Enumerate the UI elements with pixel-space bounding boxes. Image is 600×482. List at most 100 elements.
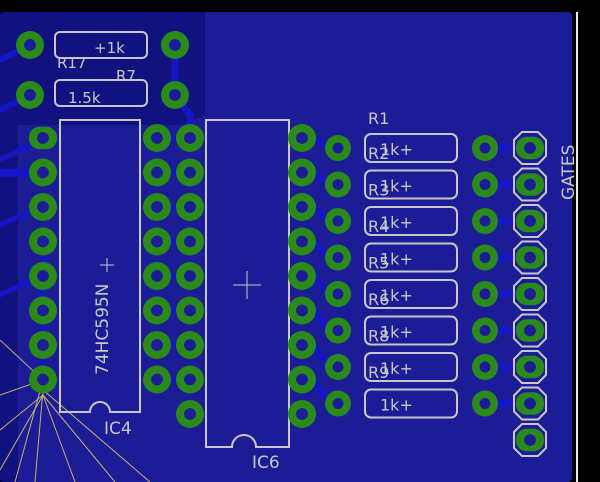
resistor-name-7: R8 bbox=[368, 327, 389, 346]
resistor-name-3: R3 bbox=[368, 181, 389, 200]
ic6-pin-left-5-hole bbox=[184, 270, 196, 282]
connector-outline-0 bbox=[513, 131, 547, 165]
resistor-value-4: 1k+ bbox=[380, 286, 413, 305]
r17-pad-left-hole bbox=[24, 39, 36, 51]
ic4-pin-left-4-hole bbox=[37, 235, 49, 248]
ic4-pin-right-5-hole bbox=[151, 270, 163, 282]
ic6-pin-left-6-hole bbox=[184, 304, 196, 317]
airwire-7 bbox=[0, 394, 44, 471]
pads-layer bbox=[16, 31, 544, 452]
resistor-name-2: R2 bbox=[368, 144, 389, 163]
r17-body bbox=[54, 31, 148, 59]
resistor-pad-right-6-hole bbox=[479, 361, 491, 373]
ic6-pin-left-8-hole bbox=[184, 373, 196, 386]
resistor-value-3: 1k+ bbox=[380, 250, 413, 269]
connector-pad-9-hole bbox=[524, 434, 536, 446]
r17-value-label: +1k bbox=[94, 39, 125, 57]
ic6-pin-right-7-hole bbox=[296, 339, 308, 351]
resistor-value-5: 1k+ bbox=[380, 323, 413, 342]
airwire-2 bbox=[14, 379, 44, 482]
resistor-pad-right-0-hole bbox=[479, 142, 491, 154]
connector-outline-4 bbox=[513, 277, 547, 311]
resistor-value-1: 1k+ bbox=[380, 177, 413, 196]
ic4-pin-right-1-hole bbox=[151, 132, 163, 144]
resistor-pad-left-2-hole bbox=[332, 215, 344, 227]
resistor-name-8: R9 bbox=[368, 363, 389, 382]
connector-outline-3 bbox=[513, 240, 547, 275]
resistor-name-4: R4 bbox=[368, 217, 389, 236]
connector-outline-6 bbox=[513, 350, 547, 384]
ic6-pin-right-5-hole bbox=[296, 270, 308, 282]
ic6-pin-right-9-hole bbox=[296, 408, 308, 420]
resistor-body-6 bbox=[364, 352, 458, 382]
resistor-value-0: 1k+ bbox=[380, 140, 413, 159]
ic4-pin-right-4-hole bbox=[151, 235, 163, 248]
resistor-pad-left-6-hole bbox=[332, 361, 344, 373]
resistor-pad-right-2-hole bbox=[479, 215, 491, 227]
resistor-name-6: R6 bbox=[368, 290, 389, 309]
resistor-body-0 bbox=[364, 133, 458, 163]
ic4-pin-left-7-hole bbox=[37, 339, 49, 351]
resistor-name-5: R5 bbox=[368, 254, 389, 273]
connector-pad-1-hole bbox=[524, 142, 536, 154]
ic6-pin-left-4-hole bbox=[184, 235, 196, 248]
ic6-pin-right-4-hole bbox=[296, 235, 308, 248]
ic4-pin-left-2-hole bbox=[37, 166, 49, 179]
resistor-pad-left-3-hole bbox=[332, 252, 344, 263]
board-area bbox=[0, 12, 572, 482]
resistor-value-7: 1k+ bbox=[380, 396, 413, 415]
ic6-name-label: IC6 bbox=[252, 453, 280, 473]
ic6-pin-right-2-hole bbox=[296, 166, 308, 179]
ic4-pin-left-6-hole bbox=[37, 304, 49, 317]
r1-name-label: R1 bbox=[368, 109, 389, 128]
r7-value-label: 1.5k bbox=[68, 89, 101, 107]
resistor-pad-right-5-hole bbox=[479, 325, 491, 336]
ic4-name-label: IC4 bbox=[104, 419, 132, 439]
ic6-pin-left-9-hole bbox=[184, 408, 196, 420]
connector-pad-5-hole bbox=[524, 288, 536, 300]
resistor-pad-left-0-hole bbox=[332, 142, 344, 154]
copper-pour-top bbox=[0, 12, 205, 125]
ic4-part-label: 74HC595N bbox=[93, 284, 113, 375]
ic6-pin-left-1-hole bbox=[184, 132, 196, 144]
ic4-pin-left-5-hole bbox=[37, 270, 49, 282]
ic6-pin-right-3-hole bbox=[296, 201, 308, 213]
resistor-pad-right-3-hole bbox=[479, 252, 491, 263]
ic4-pin-right-7-hole bbox=[151, 339, 163, 351]
ic6-pin-right-6-hole bbox=[296, 304, 308, 317]
ic6-pin-left-2-hole bbox=[184, 166, 196, 179]
ic4-pin-right-6-hole bbox=[151, 304, 163, 317]
connector-pad-3-hole bbox=[524, 215, 536, 227]
ic4-pin-right-3-hole bbox=[151, 201, 163, 213]
resistor-pad-right-7-hole bbox=[479, 398, 491, 409]
resistor-pad-left-7-hole bbox=[332, 398, 344, 409]
resistor-body-4 bbox=[364, 279, 458, 309]
ic4-pin-left-8-hole bbox=[37, 373, 49, 386]
connector-pad-8-hole bbox=[524, 397, 536, 410]
airwire-4 bbox=[42, 394, 76, 482]
airwire-5 bbox=[42, 394, 116, 482]
connector-pad-7-hole bbox=[524, 361, 536, 373]
silkscreen-layer bbox=[54, 31, 547, 457]
connector-outline-7 bbox=[513, 386, 547, 421]
resistor-pad-right-1-hole bbox=[479, 179, 491, 190]
connector-outline-2 bbox=[513, 204, 547, 238]
connector-outline-5 bbox=[513, 313, 547, 348]
connector-pad-6-hole bbox=[524, 324, 536, 337]
r7-pad-right-hole bbox=[169, 89, 181, 101]
connector-outline-8 bbox=[513, 423, 547, 457]
ic4-pin-left-3-hole bbox=[37, 201, 49, 213]
ic6-outline bbox=[205, 119, 290, 448]
ic6-pin-right-8-hole bbox=[296, 373, 308, 386]
r17-name-label: R17 bbox=[57, 54, 87, 72]
r17-pad-right-hole bbox=[169, 39, 181, 51]
resistor-pad-right-4-hole bbox=[479, 288, 491, 300]
resistor-body-7 bbox=[364, 388, 458, 419]
ic6-origin-cross bbox=[233, 271, 261, 299]
ic6-pin-left-3-hole bbox=[184, 201, 196, 213]
ic6-pin-right-1-hole bbox=[296, 132, 308, 144]
ic4-pin-left-1-hole bbox=[37, 132, 49, 144]
resistor-value-6: 1k+ bbox=[380, 359, 413, 378]
resistor-body-2 bbox=[364, 206, 458, 236]
